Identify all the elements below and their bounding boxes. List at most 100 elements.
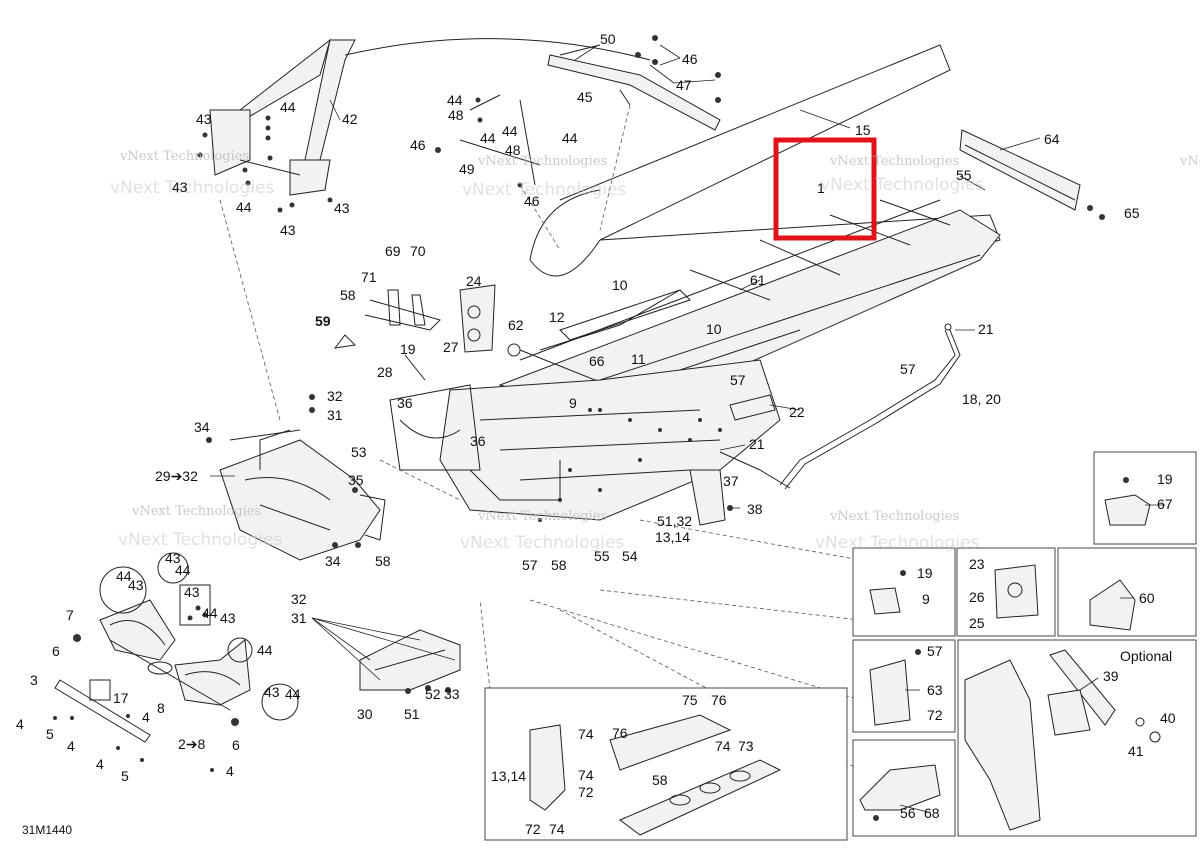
callout-65: 65 [1124, 205, 1140, 221]
front-suspension-brackets [53, 552, 299, 772]
callout-19: 19 [917, 565, 933, 581]
callout-30: 30 [357, 706, 373, 722]
callout-23: 23 [969, 556, 985, 572]
watermark-3b: vNext Technologies [820, 175, 984, 195]
callout-43: 43 [220, 610, 236, 626]
watermark-7b: vNext Technologies [815, 533, 979, 553]
callout-53: 53 [351, 444, 367, 460]
callout-45: 45 [577, 89, 593, 105]
callout-61: 61 [750, 272, 766, 288]
callout-4: 4 [67, 738, 75, 754]
watermark-2: vNext Technologies [477, 154, 607, 169]
callout-44: 44 [257, 642, 273, 658]
callout-36: 36 [397, 395, 413, 411]
callout-49: 49 [459, 161, 475, 177]
callout-43: 43 [172, 179, 188, 195]
callout-67: 67 [1157, 496, 1173, 512]
callout-69: 69 [385, 243, 401, 259]
callout-34: 34 [194, 419, 210, 435]
watermark-3: vNext Technologies [829, 154, 959, 169]
callout-39: 39 [1103, 668, 1119, 684]
steering-rod-18-20 [719, 323, 961, 490]
callout-35: 35 [348, 472, 364, 488]
callout-64: 64 [1044, 131, 1060, 147]
callout-43: 43 [264, 684, 280, 700]
detail-box-56-68 [852, 739, 956, 837]
callout-2-8: 2➔8 [178, 736, 206, 752]
callout-7: 7 [66, 607, 74, 623]
detail-box-optional [957, 639, 1197, 837]
callout-40: 40 [1160, 710, 1176, 726]
optional-label: Optional [1120, 648, 1172, 664]
callout-66: 66 [589, 353, 605, 369]
callout-26: 26 [969, 589, 985, 605]
callout-46: 46 [410, 137, 426, 153]
small-brackets [333, 284, 521, 381]
callout-43: 43 [334, 200, 350, 216]
callout-72: 72 [525, 821, 541, 837]
callout-44: 44 [280, 99, 296, 115]
callout-44: 44 [480, 130, 496, 146]
callout-43: 43 [280, 222, 296, 238]
callout-15: 15 [855, 122, 871, 138]
rear-flap-64 [959, 129, 1105, 220]
callout-33: 33 [444, 686, 460, 702]
callout-54: 54 [622, 548, 638, 564]
callout-48: 48 [448, 107, 464, 123]
callout-4: 4 [226, 763, 234, 779]
callout-74: 74 [715, 738, 731, 754]
watermark-5: vNext Technologies [131, 504, 261, 519]
callout-76: 76 [612, 725, 628, 741]
watermark-2b: vNext Technologies [462, 180, 626, 200]
callout-76: 76 [711, 692, 727, 708]
callout-68: 68 [924, 805, 940, 821]
callout-12: 12 [549, 309, 565, 325]
callout-37: 37 [723, 473, 739, 489]
callout-10: 10 [612, 277, 628, 293]
callout-1-highlighted: 1 [817, 180, 825, 196]
callout-50: 50 [600, 31, 616, 47]
callout-28: 28 [377, 364, 393, 380]
detail-box-23-26 [956, 547, 1056, 637]
callout-19: 19 [400, 341, 416, 357]
callout-60: 60 [1139, 590, 1155, 606]
callout-21: 21 [978, 321, 994, 337]
callout-73: 73 [738, 738, 754, 754]
callout-44: 44 [175, 562, 191, 578]
steering-support-assembly [435, 35, 721, 188]
callout-27: 27 [443, 339, 459, 355]
callout-24: 24 [466, 273, 482, 289]
callout-57: 57 [522, 557, 538, 573]
callout-8: 8 [157, 700, 165, 716]
callout-9: 9 [569, 395, 577, 411]
callout-31: 31 [327, 407, 343, 423]
detail-box-19-67 [1093, 451, 1197, 545]
highlight-box [773, 137, 877, 241]
callout-56: 56 [900, 805, 916, 821]
front-bulkhead [206, 394, 386, 561]
callout-3: 3 [30, 672, 38, 688]
callout-71: 71 [361, 269, 377, 285]
watermark-6: vNext Technologies [477, 509, 607, 524]
callout-74: 74 [549, 821, 565, 837]
reference-code: 31M1440 [22, 823, 72, 837]
callout-46: 46 [524, 193, 540, 209]
watermark-5b: vNext Technologies [118, 530, 282, 550]
callout-11: 11 [631, 351, 646, 367]
callout-43: 43 [165, 550, 181, 566]
detail-box-9-19 [852, 547, 956, 637]
callout-18-20: 18, 20 [962, 391, 1001, 407]
callout-13-14: 13,14 [491, 768, 526, 784]
callout-59: 59 [315, 313, 331, 329]
watermarks: vNext Technologies vNext Technologies vN… [110, 149, 1200, 553]
callout-72: 72 [927, 707, 943, 723]
callout-46: 46 [682, 51, 698, 67]
callout-55: 55 [956, 167, 972, 183]
callout-63: 63 [927, 682, 943, 698]
callout-43: 43 [184, 584, 200, 600]
callout-36: 36 [470, 433, 486, 449]
callout-13-14: 13,14 [655, 529, 690, 545]
callout-44: 44 [202, 605, 218, 621]
callout-57: 57 [900, 361, 916, 377]
